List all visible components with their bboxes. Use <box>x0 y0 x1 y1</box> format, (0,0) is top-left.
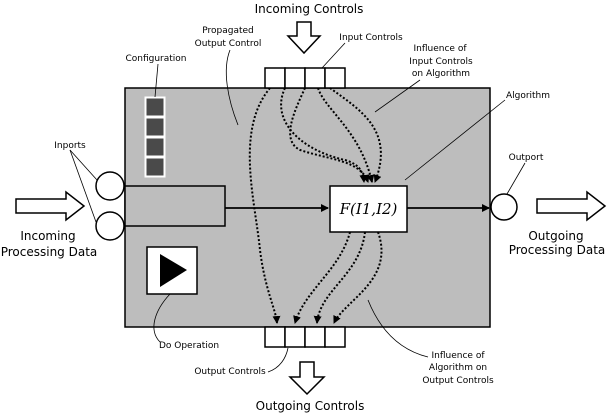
incoming-data-label-1: Incoming <box>20 229 75 243</box>
outport-label: Outport <box>509 153 544 163</box>
configuration-stack <box>144 96 166 178</box>
function-box[interactable] <box>329 185 408 233</box>
config-cell <box>145 97 165 117</box>
do-operation-button[interactable] <box>146 246 198 295</box>
outport[interactable] <box>490 193 518 221</box>
function-label: F(I1,I2) <box>339 200 398 218</box>
leader-influence-in <box>374 79 421 113</box>
play-icon <box>160 254 187 287</box>
influence-out-curve <box>313 231 366 324</box>
influence-in-curve <box>289 87 370 183</box>
leader-inports-b <box>69 149 97 223</box>
inport-top[interactable] <box>95 171 125 201</box>
influence-out-label-2: Algorithm on <box>429 363 487 373</box>
influence-in-curve <box>280 87 368 183</box>
leader-output-controls <box>267 347 289 373</box>
influence-in-curve <box>317 87 375 183</box>
outgoing-data-arrow <box>536 190 607 222</box>
outgoing-controls-arrow <box>288 361 326 396</box>
output-control-port[interactable] <box>264 326 286 348</box>
incoming-controls-label: Incoming Controls <box>255 2 364 16</box>
input-control-port[interactable] <box>324 67 346 89</box>
leader-outport <box>506 162 526 195</box>
config-cell <box>145 157 165 177</box>
input-control-port[interactable] <box>264 67 286 89</box>
inport-bottom[interactable] <box>95 211 125 241</box>
outgoing-data-label-2: Processing Data <box>509 243 606 257</box>
do-operation-label: Do Operation <box>159 341 219 351</box>
input-controls-label: Input Controls <box>339 33 403 43</box>
outgoing-data-label-1: Outgoing <box>528 229 583 243</box>
output-control-port[interactable] <box>304 326 326 348</box>
leader-algorithm <box>404 99 506 181</box>
incoming-data-arrow <box>15 190 86 222</box>
output-control-port[interactable] <box>324 326 346 348</box>
leader-propagated <box>225 49 239 126</box>
propagated-control-curve <box>248 87 281 324</box>
input-control-ports <box>264 67 346 89</box>
leader-influence-out <box>367 299 429 358</box>
leader-do-operation <box>153 293 171 343</box>
influence-out-label-1: Influence of <box>432 351 486 361</box>
algorithm-label: Algorithm <box>506 91 550 101</box>
output-control-ports <box>264 326 346 348</box>
leader-input-controls <box>321 42 346 69</box>
configuration-label: Configuration <box>125 54 186 64</box>
incoming-controls-arrow <box>286 21 322 55</box>
inports-label: Inports <box>54 141 86 151</box>
leader-inports-a <box>69 149 98 181</box>
influence-out-label-3: Output Controls <box>422 376 494 386</box>
config-cell <box>145 137 165 157</box>
influence-out-curve <box>293 231 351 324</box>
input-buffer <box>124 185 226 227</box>
influence-in-label-2: Input Controls <box>409 57 473 67</box>
influence-in-label-1: Influence of <box>414 44 468 54</box>
input-control-port[interactable] <box>304 67 326 89</box>
config-cell <box>145 117 165 137</box>
leader-configuration <box>154 63 159 98</box>
propagated-label-1: Propagated <box>202 26 254 36</box>
incoming-data-label-2: Processing Data <box>1 245 98 259</box>
influence-in-curve <box>329 87 382 183</box>
outgoing-controls-label: Outgoing Controls <box>256 399 365 413</box>
propagated-label-2: Output Control <box>195 39 262 49</box>
input-control-port[interactable] <box>284 67 306 89</box>
output-control-port[interactable] <box>284 326 306 348</box>
output-controls-label: Output Controls <box>194 367 266 377</box>
influence-in-label-3: on Algorithm <box>412 69 470 79</box>
